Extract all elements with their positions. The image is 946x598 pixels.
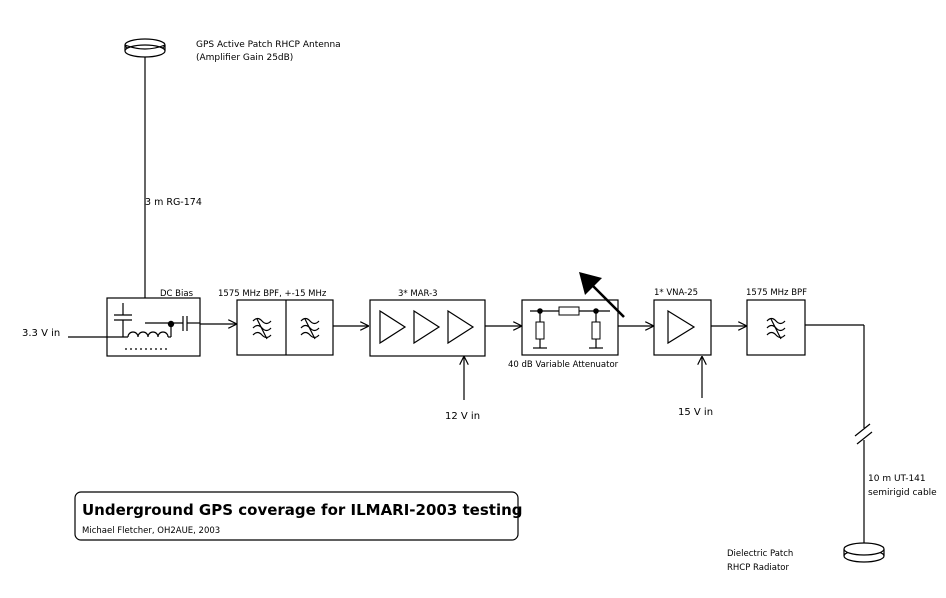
- bpf-single-label: 1575 MHz BPF: [746, 288, 807, 298]
- cable-bottom: [805, 324, 873, 543]
- antenna-top-label-1: GPS Active Patch RHCP Antenna: [196, 40, 341, 50]
- attenuator-label: 40 dB Variable Attenuator: [508, 360, 619, 370]
- amp-vna25-box: [653, 299, 712, 356]
- cable-bottom-label-2: semirigid cable: [868, 488, 937, 498]
- input-12v-label: 12 V in: [445, 411, 480, 422]
- input-33v-label: 3.3 V in: [22, 328, 60, 339]
- antenna-top: [124, 38, 166, 58]
- bpf-dual-label: 1575 MHz BPF, +-15 MHz: [218, 289, 327, 299]
- antenna-top-label-2: (Amplifier Gain 25dB): [196, 53, 293, 63]
- attenuator-box: [521, 299, 619, 356]
- bpf-dual-box: [236, 299, 334, 356]
- bpf-single-box: [746, 299, 806, 356]
- dc-bias-label: DC Bias: [160, 289, 194, 299]
- amp-mar3-label: 3* MAR-3: [398, 289, 438, 299]
- diagram-author: Michael Fletcher, OH2AUE, 2003: [82, 526, 220, 536]
- diagram-title: Underground GPS coverage for ILMARI-2003…: [82, 501, 523, 519]
- dc-bias-box: [106, 297, 201, 357]
- input-15v-label: 15 V in: [678, 407, 713, 418]
- amp-mar3-box: [369, 299, 486, 357]
- amp-vna25-label: 1* VNA-25: [654, 288, 698, 298]
- cable-top-label: 3 m RG-174: [145, 197, 202, 208]
- antenna-bottom-label-1: Dielectric Patch: [727, 549, 793, 559]
- antenna-bottom-label-2: RHCP Radiator: [727, 563, 789, 573]
- antenna-bottom: [843, 542, 885, 563]
- title-box: [74, 491, 519, 541]
- cable-bottom-label-1: 10 m UT-141: [868, 474, 926, 484]
- variable-arrow-head: [579, 272, 602, 295]
